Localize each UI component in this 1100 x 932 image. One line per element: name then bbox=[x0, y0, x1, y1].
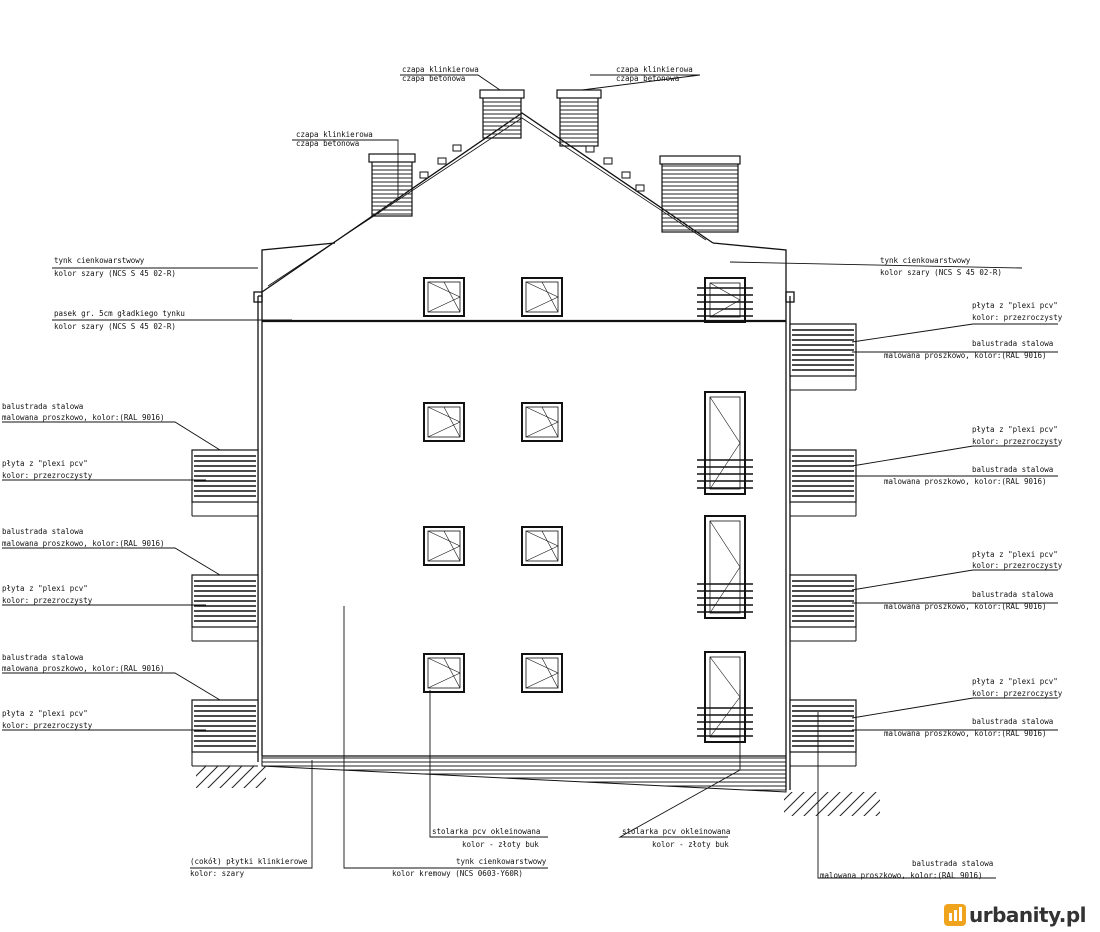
label-joinery-left-2: kolor - złoty buk bbox=[462, 840, 539, 849]
label-right-pcv-2a: płyta z "plexi pcv" bbox=[972, 425, 1058, 434]
label-strip-1: pasek gr. 5cm gładkiego tynku bbox=[54, 309, 185, 318]
window-small bbox=[521, 526, 563, 566]
tall-windows bbox=[697, 277, 753, 743]
label-joinery-left-1: stolarka pcv okleinowana bbox=[432, 827, 540, 836]
ground-left bbox=[196, 766, 266, 788]
label-right-balustrade-2a: balustrada stalowa bbox=[972, 465, 1053, 474]
label-left-pcv-3b: kolor: przezroczysty bbox=[2, 721, 93, 730]
label-render-main-2: kolor kremowy (NCS 0603-Y60R) bbox=[392, 869, 523, 878]
balcony-right bbox=[789, 574, 857, 642]
label-chimney-side-1: czapa klinkierowa bbox=[296, 130, 373, 139]
window-small bbox=[423, 653, 465, 693]
label-right-pcv-4b: kolor: przezroczysty bbox=[972, 689, 1063, 698]
label-right-balustrade-1b: malowana proszkowo, kolor:(RAL 9016) bbox=[884, 351, 1047, 360]
balcony-door bbox=[697, 391, 753, 495]
label-chimney-top-right-1: czapa klinkierowa bbox=[616, 65, 693, 74]
window-small bbox=[423, 277, 465, 317]
label-right-balustrade-4b: malowana proszkowo, kolor:(RAL 9016) bbox=[884, 729, 1047, 738]
label-left-balustrade-2b: malowana proszkowo, kolor:(RAL 9016) bbox=[2, 539, 165, 548]
label-left-balustrade-3b: malowana proszkowo, kolor:(RAL 9016) bbox=[2, 664, 165, 673]
label-plinth-2: kolor: szary bbox=[190, 869, 245, 878]
urbanity-logo[interactable]: urbanity.pl bbox=[944, 902, 1087, 928]
balcony-door bbox=[697, 651, 753, 743]
label-right-balustrade-4a: balustrada stalowa bbox=[972, 717, 1053, 726]
label-left-pcv-2b: kolor: przezroczysty bbox=[2, 596, 93, 605]
urbanity-logo-icon bbox=[944, 904, 966, 926]
window-small bbox=[423, 402, 465, 442]
chimneys bbox=[368, 89, 741, 233]
label-gable-left-1: tynk cienkowarstwowy bbox=[54, 256, 145, 265]
label-right-pcv-4a: płyta z "plexi pcv" bbox=[972, 677, 1058, 686]
balcony-left bbox=[191, 449, 259, 517]
window-small bbox=[521, 277, 563, 317]
label-chimney-top-left-2: czapa betonowa bbox=[402, 74, 465, 83]
logo-text: urbanity.pl bbox=[969, 903, 1087, 927]
label-left-pcv-1b: kolor: przezroczysty bbox=[2, 471, 93, 480]
label-gable-right-2: kolor szary (NCS S 45 02-R) bbox=[880, 268, 1002, 277]
balcony-right bbox=[789, 449, 857, 517]
label-right-balustrade-3a: balustrada stalowa bbox=[972, 590, 1053, 599]
window-small bbox=[521, 402, 563, 442]
roof-vents bbox=[419, 144, 645, 192]
balcony-door bbox=[697, 515, 753, 619]
label-left-pcv-3a: płyta z "plexi pcv" bbox=[2, 709, 88, 718]
balcony-right bbox=[789, 699, 857, 767]
plinth bbox=[261, 755, 787, 793]
leader-lines bbox=[2, 74, 1058, 879]
window-small bbox=[423, 526, 465, 566]
label-right-balustrade-3b: malowana proszkowo, kolor:(RAL 9016) bbox=[884, 602, 1047, 611]
label-chimney-top-left-1: czapa klinkierowa bbox=[402, 65, 479, 74]
balcony-left bbox=[191, 699, 259, 767]
small-windows bbox=[423, 277, 563, 693]
label-right-pcv-3b: kolor: przezroczysty bbox=[972, 561, 1063, 570]
label-right-pcv-1a: płyta z "plexi pcv" bbox=[972, 301, 1058, 310]
ground-right bbox=[784, 792, 880, 816]
balcony-left bbox=[191, 574, 259, 642]
balcony-door bbox=[697, 277, 753, 323]
label-plinth-1: (cokół) płytki klinkierowe bbox=[190, 857, 308, 866]
label-chimney-side-2: czapa betonowa bbox=[296, 139, 359, 148]
label-joinery-right-1: stolarka pcv okleinowana bbox=[622, 827, 730, 836]
label-left-balustrade-2a: balustrada stalowa bbox=[2, 527, 83, 536]
label-strip-2: kolor szary (NCS S 45 02-R) bbox=[54, 322, 176, 331]
window-small bbox=[521, 653, 563, 693]
balconies bbox=[191, 323, 857, 767]
label-render-main-1: tynk cienkowarstwowy bbox=[456, 857, 547, 866]
label-left-balustrade-1a: balustrada stalowa bbox=[2, 402, 83, 411]
label-left-balustrade-3a: balustrada stalowa bbox=[2, 653, 83, 662]
label-right-pcv-2b: kolor: przezroczysty bbox=[972, 437, 1063, 446]
label-joinery-right-2: kolor - złoty buk bbox=[652, 840, 729, 849]
label-bottom-balustrade-2: malowana proszkowo, kolor:(RAL 9016) bbox=[820, 871, 983, 880]
label-right-pcv-1b: kolor: przezroczysty bbox=[972, 313, 1063, 322]
label-right-balustrade-2b: malowana proszkowo, kolor:(RAL 9016) bbox=[884, 477, 1047, 486]
annotations: czapa klinkierowa czapa betonowa czapa k… bbox=[2, 65, 1063, 880]
label-gable-right-1: tynk cienkowarstwowy bbox=[880, 256, 971, 265]
label-bottom-balustrade-1: balustrada stalowa bbox=[912, 859, 993, 868]
label-right-balustrade-1a: balustrada stalowa bbox=[972, 339, 1053, 348]
label-gable-left-2: kolor szary (NCS S 45 02-R) bbox=[54, 269, 176, 278]
label-right-pcv-3a: płyta z "plexi pcv" bbox=[972, 550, 1058, 559]
label-left-pcv-1a: płyta z "plexi pcv" bbox=[2, 459, 88, 468]
label-left-pcv-2a: płyta z "plexi pcv" bbox=[2, 584, 88, 593]
label-left-balustrade-1b: malowana proszkowo, kolor:(RAL 9016) bbox=[2, 413, 165, 422]
balcony-right bbox=[789, 323, 857, 391]
label-chimney-top-right-2: czapa betonowa bbox=[616, 74, 679, 83]
